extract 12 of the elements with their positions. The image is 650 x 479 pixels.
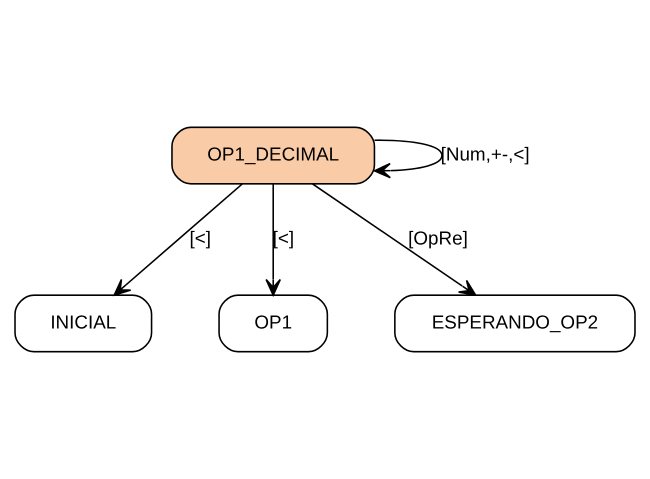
edge-label: [<] <box>272 227 294 248</box>
arrow <box>113 183 243 296</box>
node-box: OP1 <box>218 294 328 352</box>
edge-label: [OpRe] <box>408 227 468 248</box>
node-box: ESPERANDO_OP2 <box>394 294 636 352</box>
node-box: OP1_DECIMAL <box>171 126 376 185</box>
edge-label: [Num,+-,<] <box>440 143 530 164</box>
arrow <box>312 183 476 296</box>
arrow <box>265 184 282 296</box>
arrow <box>374 139 443 178</box>
node-box: INICIAL <box>14 294 152 352</box>
edge-label: [<] <box>189 227 211 248</box>
